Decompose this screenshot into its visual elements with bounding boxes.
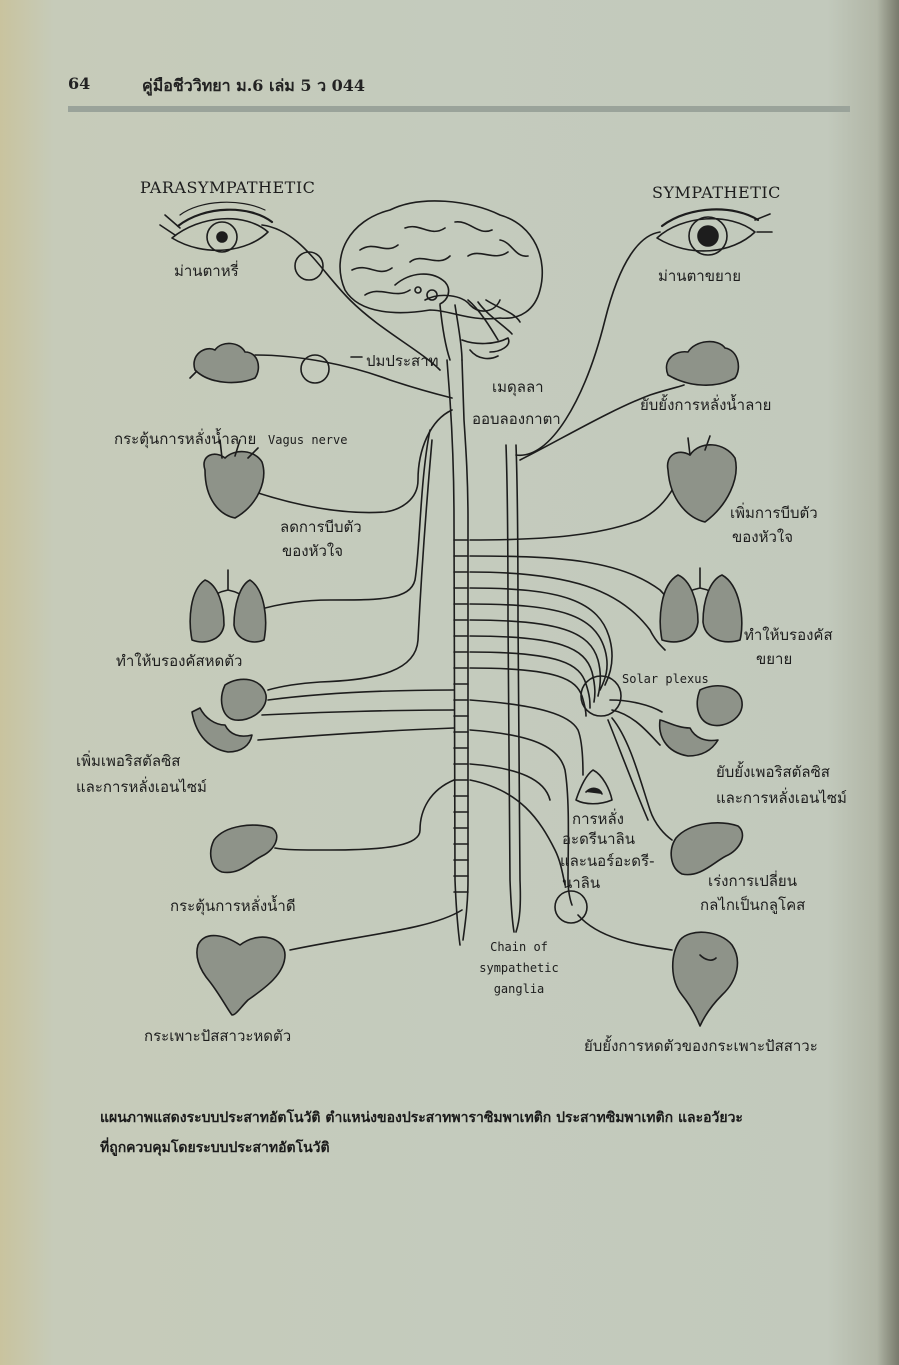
eye-left-icon xyxy=(159,201,274,253)
heart-left-icon xyxy=(203,439,265,519)
label-bile-stimulate: กระตุ้นการหลั่งน้ำดี xyxy=(170,897,296,915)
figure-caption: แผนภาพแสดงระบบประสาทอัตโนวัติ ตำแหน่งของ… xyxy=(100,1103,860,1163)
lungs-left-icon xyxy=(189,569,267,643)
ganglion-circle-eye xyxy=(294,251,324,281)
lungs-right-icon xyxy=(659,567,743,643)
label-bronchi-dilate-2: ขยาย xyxy=(756,650,793,668)
ganglion-circle-salivary xyxy=(300,354,330,384)
spinal-cord xyxy=(446,359,469,946)
label-glucose-1: เร่งการเปลี่ยน xyxy=(708,872,797,890)
label-adrenal-1: การหลั่ง xyxy=(572,810,624,828)
ganglion-circle-bladder xyxy=(554,890,588,924)
label-gut-increase-1: เพิ่มเพอริสตัลซิส xyxy=(76,752,181,770)
liver-right-icon xyxy=(670,822,744,876)
stomach-intestine-right-icon xyxy=(658,684,743,757)
label-pupil-constrict: ม่านตาหรี่ xyxy=(174,262,239,280)
solar-plexus-circle xyxy=(580,675,622,717)
label-chain-3: ganglia xyxy=(493,982,545,996)
label-heart-increase-1: เพิ่มการบีบตัว xyxy=(730,504,818,522)
sympathetic-chain xyxy=(505,444,522,933)
label-adrenal-3: และนอร์อะดรี- xyxy=(560,852,655,870)
salivary-gland-right-icon xyxy=(665,340,740,386)
label-chain-1: Chain of xyxy=(490,940,548,954)
label-medulla-2: ออบลองกาตา xyxy=(472,410,561,428)
page-header: 64 คู่มือชีววิทยา ม.6 เล่ม 5 ว 044 xyxy=(68,74,365,95)
parasympathetic-nerves xyxy=(254,224,463,951)
label-bladder-inhibit: ยับยั้งการหดตัวของกระเพาะปัสสาวะ xyxy=(584,1037,818,1055)
label-gut-inhibit-2: และการหลั่งเอนไซม์ xyxy=(716,789,847,807)
brain-illustration xyxy=(339,200,544,361)
page-spine-shadow xyxy=(877,0,899,1365)
label-bronchi-dilate-1: ทำให้บรองคัส xyxy=(744,626,833,644)
salivary-gland-left-icon xyxy=(189,342,260,384)
parasympathetic-title: PARASYMPATHETIC xyxy=(140,178,316,197)
label-medulla-1: เมดุลลา xyxy=(492,378,544,396)
label-heart-decrease-1: ลดการบีบตัว xyxy=(280,518,362,536)
adrenal-gland-icon xyxy=(575,769,613,805)
label-solar-plexus: Solar plexus xyxy=(622,672,709,686)
label-bladder-contract: กระเพาะปัสสาวะหดตัว xyxy=(144,1027,292,1045)
caption-line-1: แผนภาพแสดงระบบประสาทอัตโนวัติ ตำแหน่งของ… xyxy=(100,1110,743,1126)
stomach-intestine-left-icon xyxy=(191,678,267,753)
bladder-left-icon xyxy=(196,934,286,1016)
header-rule xyxy=(68,106,850,112)
page-number: 64 xyxy=(68,74,91,93)
eye-right-icon xyxy=(656,208,773,256)
book-title: คู่มือชีววิทยา ม.6 เล่ม 5 ว 044 xyxy=(142,76,366,95)
label-heart-decrease-2: ของหัวใจ xyxy=(282,542,344,560)
label-saliva-inhibit: ยับยั้งการหลั่งน้ำลาย xyxy=(640,396,772,414)
label-pupil-dilate: ม่านตาขยาย xyxy=(658,267,741,285)
label-gut-increase-2: และการหลั่งเอนไซม์ xyxy=(76,778,207,796)
heart-right-icon xyxy=(666,435,737,523)
label-saliva-stimulate: กระตุ้นการหลั่งน้ำลาย xyxy=(114,430,257,448)
label-adrenal-4: นาลิน xyxy=(562,874,601,892)
label-ganglion: ปมประสาท xyxy=(366,352,439,370)
bladder-right-icon xyxy=(671,931,739,1027)
label-chain-2: sympathetic xyxy=(479,961,559,975)
label-gut-inhibit-1: ยับยั้งเพอริสตัลซิส xyxy=(716,763,830,781)
caption-line-2: ที่ถูกควบคุมโดยระบบประสาทอัตโนวัติ xyxy=(100,1140,330,1156)
liver-left-icon xyxy=(209,824,278,874)
label-bronchi-constrict: ทำให้บรองคัสหดตัว xyxy=(116,652,243,670)
label-vagus-nerve: Vagus nerve xyxy=(268,433,348,447)
label-glucose-2: กลไกเป็นกลูโคส xyxy=(700,896,806,914)
sympathetic-title: SYMPATHETIC xyxy=(652,183,781,202)
label-adrenal-2: อะดรีนาลิน xyxy=(562,830,635,848)
label-heart-increase-2: ของหัวใจ xyxy=(732,528,794,546)
